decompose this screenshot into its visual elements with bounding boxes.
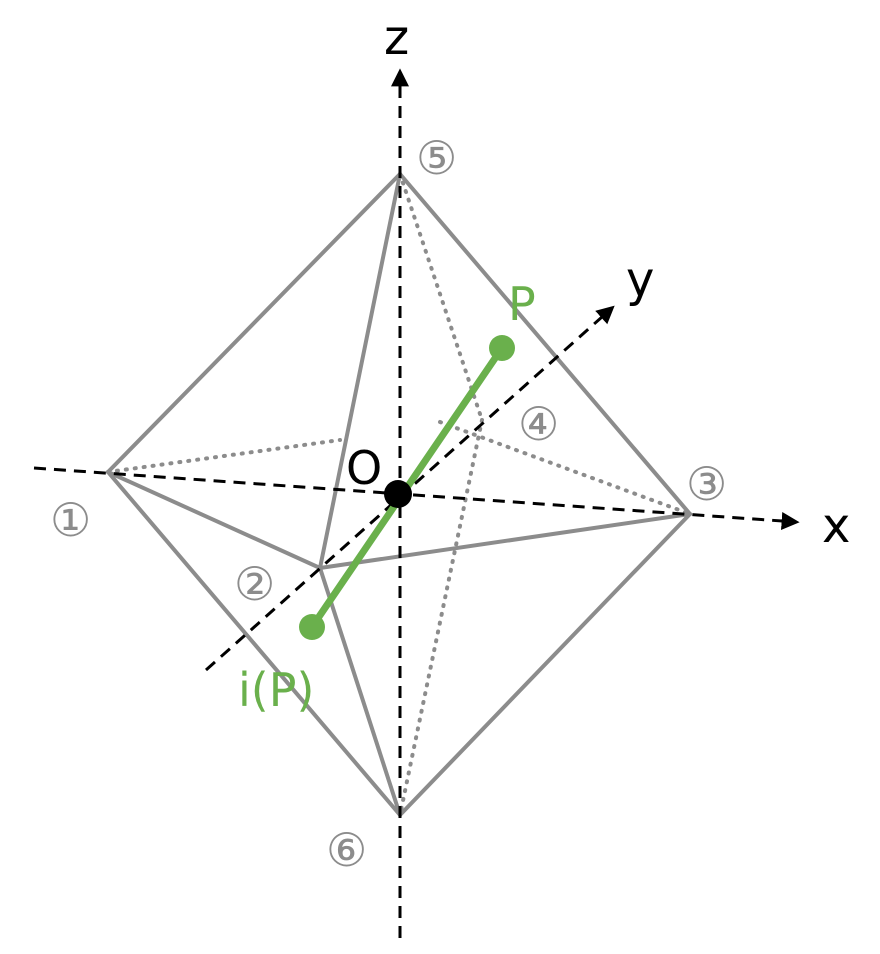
edge-1-2 bbox=[106, 470, 322, 570]
vertex-label-6: ⑥ bbox=[326, 823, 367, 877]
x-axis bbox=[33, 466, 800, 530]
hidden-edge-5-4 bbox=[398, 172, 484, 422]
edge-2-6 bbox=[318, 566, 402, 817]
edge-2-3 bbox=[318, 512, 692, 570]
visible-edges bbox=[106, 172, 692, 817]
vertex-label-1: ① bbox=[50, 493, 91, 547]
x-axis-label: x bbox=[822, 498, 850, 554]
point-p bbox=[489, 335, 515, 361]
hidden-edge-4-3 bbox=[438, 420, 692, 516]
edge-2-5 bbox=[318, 172, 402, 570]
point-ip bbox=[299, 614, 325, 640]
vertex-label-2: ② bbox=[234, 557, 275, 611]
origin-point bbox=[384, 480, 412, 508]
point-ip-label: i(P) bbox=[238, 663, 314, 717]
vertex-label-4: ④ bbox=[518, 397, 559, 451]
z-axis-label: z bbox=[384, 10, 409, 66]
vertex-label-3: ③ bbox=[686, 457, 727, 511]
hidden-edge-1-4 bbox=[106, 438, 342, 474]
hidden-edges bbox=[106, 172, 692, 817]
y-axis-label: y bbox=[626, 252, 654, 308]
origin-label: O bbox=[346, 441, 382, 495]
vertex-label-5: ⑤ bbox=[416, 131, 457, 185]
point-p-label: P bbox=[508, 277, 536, 331]
